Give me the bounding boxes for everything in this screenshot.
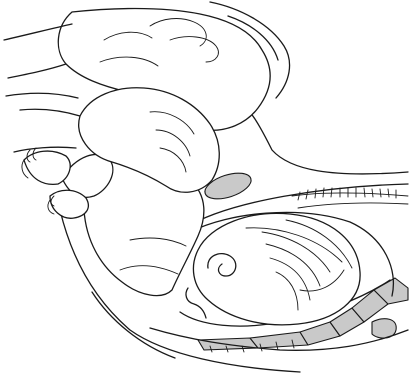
fetal-head (186, 213, 360, 325)
